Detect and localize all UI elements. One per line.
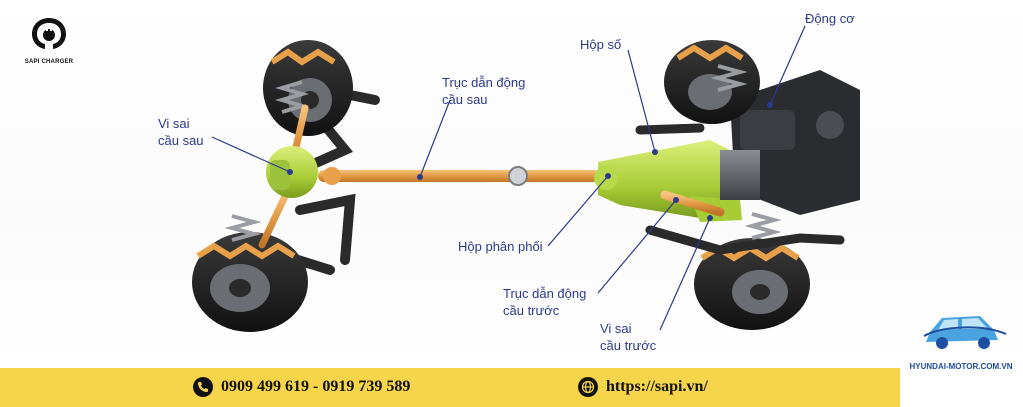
phone-numbers[interactable]: 0909 499 619 - 0919 739 589 bbox=[221, 378, 411, 395]
rear-right-wheel bbox=[192, 232, 308, 332]
phone-icon bbox=[193, 377, 213, 397]
front-left-wheel bbox=[664, 40, 760, 124]
label-transfer-case: Hộp phân phối bbox=[458, 239, 543, 254]
phone-contact[interactable]: 0909 499 619 - 0919 739 589 bbox=[193, 377, 410, 397]
label-front-differential-line1: Vi sai bbox=[600, 321, 632, 336]
website-link[interactable]: https://sapi.vn/ bbox=[606, 378, 708, 395]
label-front-differential-line2: cầu trước bbox=[600, 338, 657, 353]
car-logo-icon bbox=[923, 316, 1007, 349]
watermark: HYUNDAI-MOTOR.COM.VN bbox=[902, 296, 1020, 376]
watermark-text: HYUNDAI-MOTOR.COM.VN bbox=[909, 362, 1013, 371]
label-rear-differential-line2: cầu sau bbox=[158, 133, 204, 148]
brand-name: SAPI CHARGER bbox=[24, 59, 74, 65]
engine-block bbox=[720, 70, 860, 215]
website-contact[interactable]: https://sapi.vn/ bbox=[578, 377, 708, 397]
brand-logo: SAPI CHARGER bbox=[18, 16, 80, 65]
label-rear-driveshaft: Trục dẫn động cầu sau bbox=[442, 74, 525, 108]
label-gearbox: Hộp số bbox=[580, 37, 622, 52]
rear-spring-bottom bbox=[224, 214, 262, 242]
label-front-driveshaft-line1: Trục dẫn động bbox=[503, 286, 587, 301]
diagram-area: Động cơ Hộp số Trục dẫn động cầu sau Vi … bbox=[0, 0, 1023, 368]
label-front-differential: Vi sai cầu trước bbox=[600, 320, 656, 354]
leader-lines bbox=[211, 25, 806, 331]
label-rear-driveshaft-line1: Trục dẫn động bbox=[442, 75, 526, 90]
front-spring-top bbox=[710, 64, 748, 92]
leader-dots bbox=[287, 102, 773, 221]
label-front-driveshaft: Trục dẫn động cầu trước bbox=[503, 285, 586, 319]
footer-watermark-bg bbox=[900, 368, 1023, 407]
label-rear-differential-line1: Vi sai bbox=[158, 116, 190, 131]
drivetrain-illustration bbox=[192, 25, 860, 332]
rear-spring-top bbox=[275, 80, 309, 114]
label-engine: Động cơ bbox=[805, 11, 855, 26]
label-rear-driveshaft-line2: cầu sau bbox=[442, 92, 488, 107]
globe-icon bbox=[578, 377, 598, 397]
rear-driveshaft bbox=[318, 166, 600, 186]
front-spring-bottom bbox=[744, 212, 782, 240]
label-rear-differential: Vi sai cầu sau bbox=[158, 115, 204, 149]
label-front-driveshaft-line2: cầu trước bbox=[503, 303, 560, 318]
charger-logo-icon bbox=[32, 18, 66, 49]
front-suspension bbox=[635, 123, 845, 255]
footer-bar: 0909 499 619 - 0919 739 589 https://sapi… bbox=[0, 368, 1023, 407]
